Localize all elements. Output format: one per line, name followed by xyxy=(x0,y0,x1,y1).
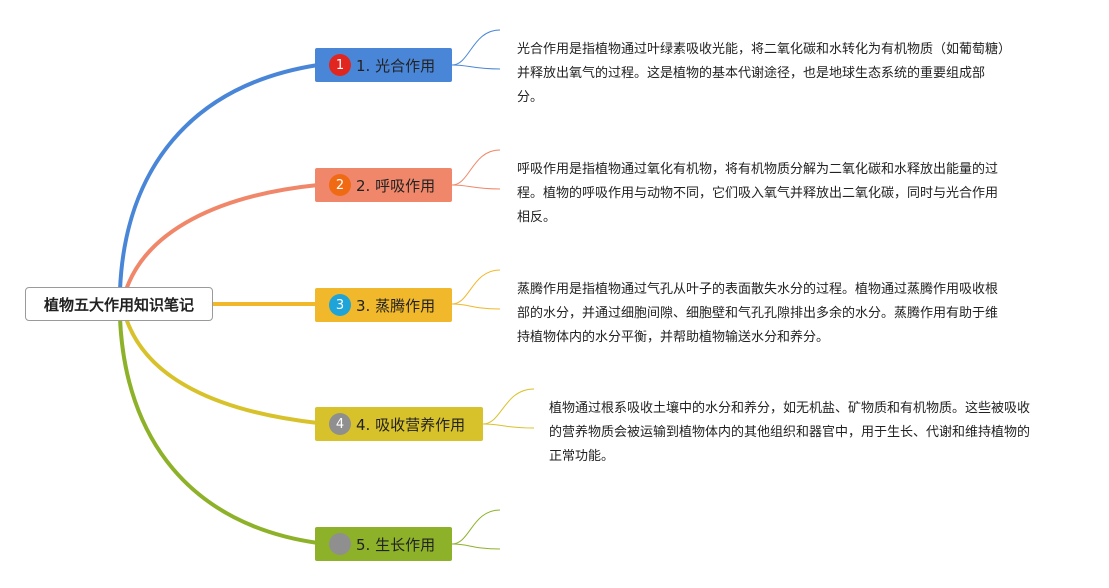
note-transpiration: 蒸腾作用是指植物通过气孔从叶子的表面散失水分的过程。植物通过蒸腾作用吸收根部的水… xyxy=(517,282,999,345)
note-connector-1 xyxy=(451,29,501,70)
note-connector-4 xyxy=(482,388,535,429)
root-connector-2 xyxy=(123,183,320,295)
root-topic-label: 植物五大作用知识笔记 xyxy=(43,295,194,314)
branch-nutrient-absorption[interactable]: 4 4. 吸收营养作用 xyxy=(315,407,483,441)
branch-label: 4. 吸收营养作用 xyxy=(356,415,466,434)
note-respiration: 呼吸作用是指植物通过氧化有机物，将有机物质分解为二氧化碳和水释放出能量的过程。植… xyxy=(517,162,999,225)
note-connector-3 xyxy=(451,269,501,310)
note-nutrient-absorption: 植物通过根系吸收土壤中的水分和养分，如无机盐、矿物质和有机物质。这些被吸收的营养… xyxy=(549,401,1031,464)
number-badge-icon: 4 xyxy=(329,413,351,435)
branch-photosynthesis[interactable]: 1 1. 光合作用 xyxy=(315,48,452,82)
number-badge-icon: 3 xyxy=(329,294,351,316)
branch-respiration[interactable]: 2 2. 呼吸作用 xyxy=(315,168,452,202)
number-badge-icon: 1 xyxy=(329,54,351,76)
branch-label: 1. 光合作用 xyxy=(356,56,436,75)
number-badge-icon: 5 xyxy=(329,533,351,555)
root-connector-4 xyxy=(123,313,320,425)
number-badge-icon: 2 xyxy=(329,174,351,196)
root-connector-1 xyxy=(118,63,320,292)
branch-growth[interactable]: 5 5. 生长作用 xyxy=(315,527,452,561)
note-photosynthesis: 光合作用是指植物通过叶绿素吸收光能，将二氧化碳和水转化为有机物质（如葡萄糖）并释… xyxy=(517,42,1005,105)
root-connector-5 xyxy=(118,316,320,545)
note-connector-2 xyxy=(451,149,501,190)
note-connector-5 xyxy=(451,509,501,550)
branch-transpiration[interactable]: 3 3. 蒸腾作用 xyxy=(315,288,452,322)
branch-label: 5. 生长作用 xyxy=(356,535,436,554)
branch-label: 3. 蒸腾作用 xyxy=(356,296,436,315)
root-topic[interactable]: 植物五大作用知识笔记 xyxy=(25,287,213,321)
branch-label: 2. 呼吸作用 xyxy=(356,176,436,195)
